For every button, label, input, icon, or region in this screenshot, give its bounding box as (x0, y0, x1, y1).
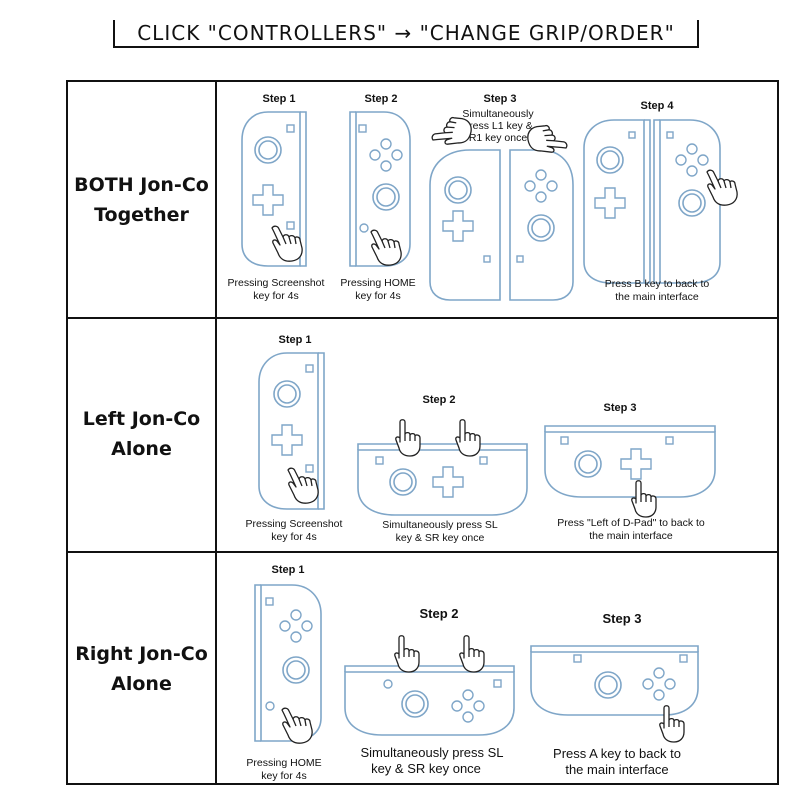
caption: key for 4s (355, 290, 401, 302)
row-label-line: Alone (111, 438, 172, 460)
step-label: Step 3 (603, 402, 636, 414)
press-hand-icon (459, 635, 485, 673)
step-note: press L1 key & (463, 120, 532, 132)
row-divider (68, 317, 777, 319)
row-label-right: Right Jon-Co Alone (68, 639, 215, 699)
instruction-banner: CLICK "CONTROLLERS" → "CHANGE GRIP/ORDER… (113, 20, 699, 48)
right-joycon-sideways-illustration (530, 645, 699, 716)
caption: key for 4s (271, 531, 317, 543)
caption: Pressing HOME (340, 277, 415, 289)
step-label: Step 2 (419, 606, 458, 621)
caption: Press B key to back to (605, 278, 710, 290)
row-label-left: Left Jon-Co Alone (68, 404, 215, 464)
caption: Simultaneously press SL (360, 745, 503, 760)
caption: Press A key to back to (553, 746, 681, 761)
press-hand-icon (455, 419, 481, 457)
caption: Pressing HOME (246, 757, 321, 769)
tap-hand-icon (706, 169, 738, 206)
tap-hand-icon (281, 707, 313, 744)
press-hand-icon (394, 635, 420, 673)
dual-joycon-illustration (583, 119, 721, 284)
caption: the main interface (565, 762, 668, 777)
step-label: Step 1 (262, 93, 295, 105)
left-joycon-illustration (241, 111, 307, 267)
column-divider (215, 82, 217, 783)
caption: key for 4s (253, 290, 299, 302)
instruction-table: BOTH Jon-Co Together Left Jon-Co Alone R… (66, 80, 779, 785)
step-label: Step 3 (602, 611, 641, 626)
row-label-line: Left Jon-Co (82, 408, 201, 430)
press-hand-icon (395, 419, 421, 457)
row-label-line: Together (94, 204, 189, 226)
tap-hand-icon (287, 467, 319, 504)
step-label: Step 2 (364, 93, 397, 105)
press-hand-icon (659, 705, 685, 743)
row-label-line: Right Jon-Co (75, 643, 208, 665)
caption: Press "Left of D-Pad" to back to (557, 517, 705, 529)
step-label: Step 3 (483, 93, 516, 105)
tap-hand-icon (370, 229, 402, 266)
left-joycon-sideways-illustration (544, 425, 716, 498)
tap-hand-icon (271, 225, 303, 262)
left-joycon-sideways-illustration (357, 443, 528, 516)
caption: key & SR key once (396, 532, 485, 544)
row-label-line: BOTH Jon-Co (74, 174, 209, 196)
left-joycon-illustration (258, 352, 325, 510)
press-hand-icon (631, 480, 657, 518)
caption: Pressing Screenshot (228, 277, 325, 289)
caption: Pressing Screenshot (246, 518, 343, 530)
caption: the main interface (589, 530, 673, 542)
row-label-both: BOTH Jon-Co Together (68, 170, 215, 230)
step-label: Step 1 (278, 334, 311, 346)
step-note: R1 key once (469, 132, 528, 144)
instruction-text: CLICK "CONTROLLERS" → "CHANGE GRIP/ORDER… (137, 21, 675, 45)
row-divider (68, 551, 777, 553)
caption: the main interface (615, 291, 699, 303)
caption: key & SR key once (371, 761, 481, 776)
step-label: Step 4 (640, 100, 674, 112)
caption: key for 4s (261, 770, 307, 782)
caption: Simultaneously press SL (382, 519, 498, 531)
step-label: Step 1 (271, 564, 304, 576)
step-label: Step 2 (422, 394, 455, 406)
row-label-line: Alone (111, 673, 172, 695)
dual-joycon-illustration (429, 149, 574, 301)
step-note: Simultaneously (462, 108, 534, 120)
right-joycon-sideways-illustration (344, 665, 515, 736)
